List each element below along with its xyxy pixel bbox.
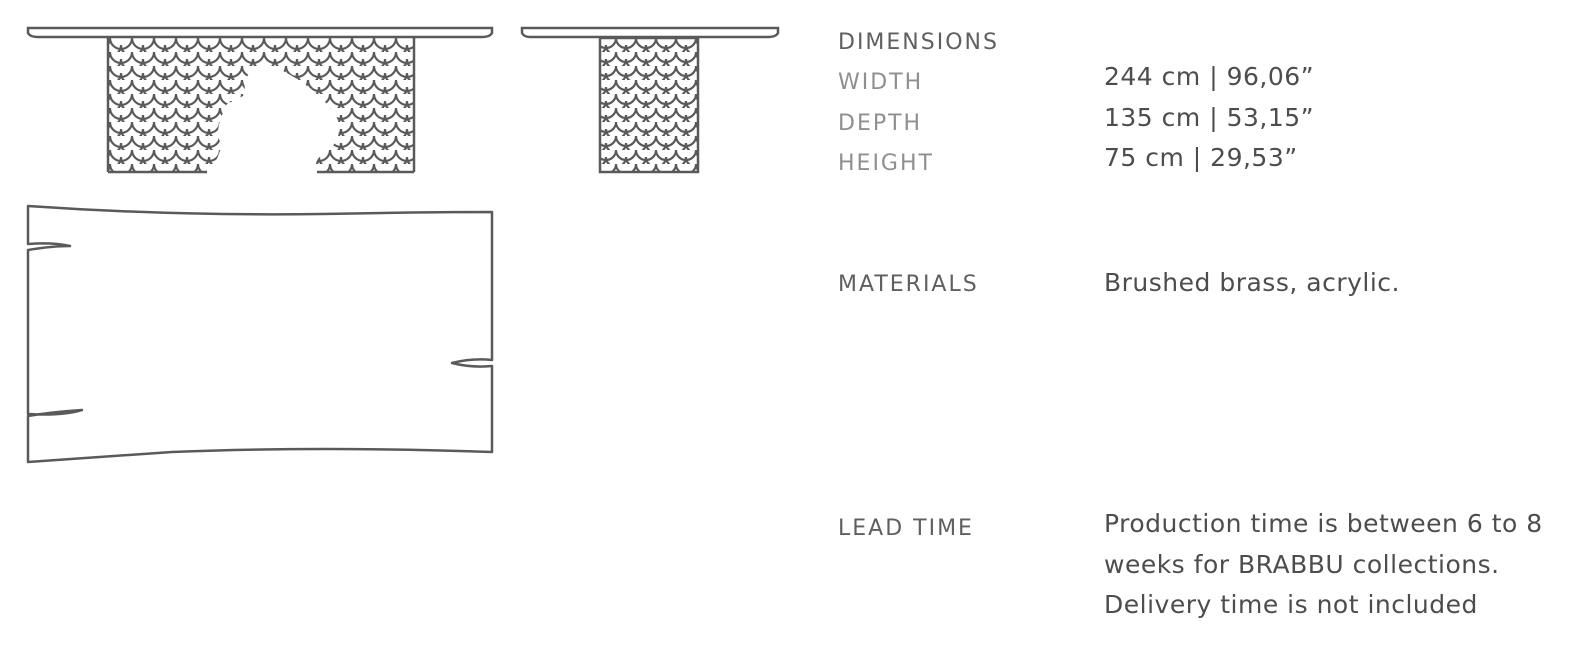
width-label: WIDTH xyxy=(838,70,924,95)
width-value: 244 cm | 96,06” xyxy=(1104,62,1315,91)
top-view-drawing xyxy=(26,204,494,464)
height-label: HEIGHT xyxy=(838,151,934,176)
lead-time-line-3: Delivery time is not included xyxy=(1104,590,1478,619)
lead-time-line-1: Production time is between 6 to 8 xyxy=(1104,509,1543,538)
materials-value: Brushed brass, acrylic. xyxy=(1104,268,1400,297)
dimensions-heading: DIMENSIONS xyxy=(838,30,999,55)
lead-time-label: LEAD TIME xyxy=(838,516,974,541)
materials-label: MATERIALS xyxy=(838,272,979,297)
depth-label: DEPTH xyxy=(838,111,923,136)
side-view-drawing xyxy=(520,26,780,174)
depth-value: 135 cm | 53,15” xyxy=(1104,103,1315,132)
front-view-drawing xyxy=(26,26,494,174)
height-value: 75 cm | 29,53” xyxy=(1104,143,1298,172)
lead-time-line-2: weeks for BRABBU collections. xyxy=(1104,550,1500,579)
